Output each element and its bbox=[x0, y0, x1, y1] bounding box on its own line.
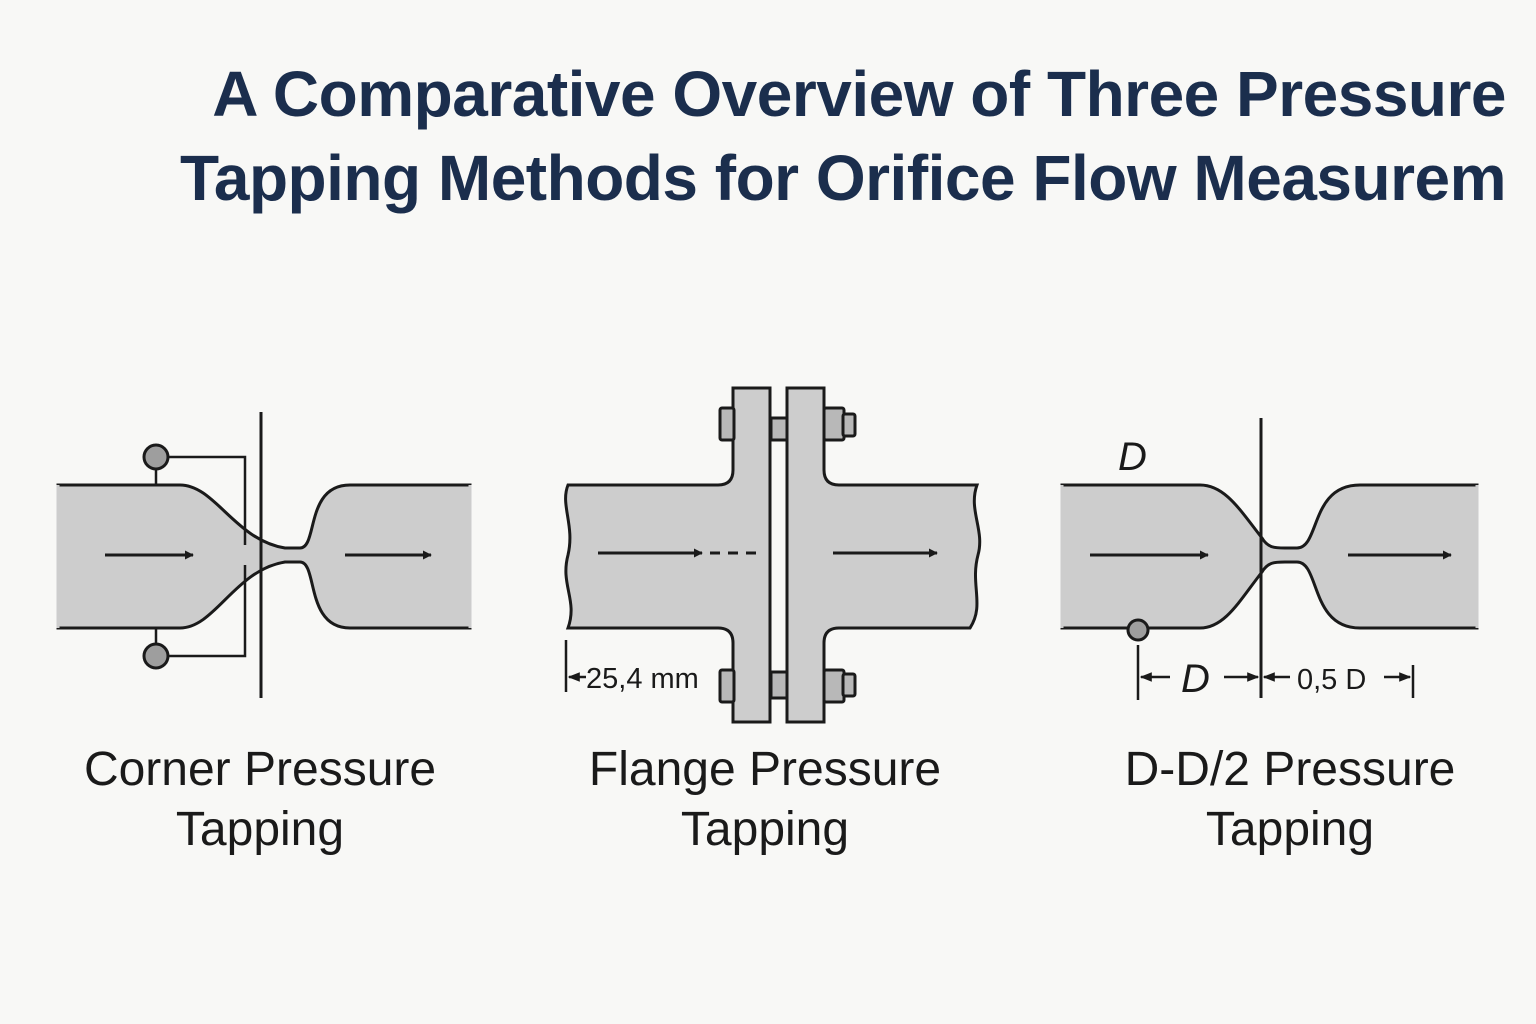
upper-tap-icon bbox=[142, 443, 170, 471]
corner-caption-line-2: Tapping bbox=[175, 803, 345, 856]
flange-pipe-right bbox=[785, 386, 982, 724]
downstream-distance-label: 0,5 D bbox=[1297, 664, 1366, 696]
dd2-tapping-diagram: D D 0,5 D bbox=[1060, 418, 1479, 701]
bolt-nut-icon bbox=[769, 416, 789, 442]
flange-pipe bbox=[564, 386, 772, 724]
upstream-distance-label: D bbox=[1181, 657, 1210, 701]
upper-impulse-line bbox=[156, 455, 247, 545]
dd2-caption: D-D/2 Pressure Tapping bbox=[1030, 740, 1536, 860]
title-line-2: Tapping Methods for Orifice Flow Measure… bbox=[180, 142, 1507, 214]
bolt-head-icon bbox=[718, 406, 736, 442]
flange-caption: Flange Pressure Tapping bbox=[505, 740, 1025, 860]
flange-tapping-diagram: 25,4 mm bbox=[564, 386, 982, 724]
bolt-nut-icon bbox=[769, 670, 789, 700]
upstream-tap-icon bbox=[1126, 618, 1150, 642]
bolt-head-icon bbox=[822, 668, 846, 704]
flange-caption-line-2: Tapping bbox=[680, 803, 850, 856]
dd2-caption-line-1: D-D/2 Pressure bbox=[1124, 743, 1456, 796]
flange-dimension-label: 25,4 mm bbox=[586, 663, 699, 695]
lower-tap-icon bbox=[142, 642, 170, 670]
corner-caption-line-1: Corner Pressure bbox=[83, 743, 437, 796]
page-title: A Comparative Overview of Three Pressure… bbox=[0, 52, 1536, 220]
bolt-head-icon bbox=[822, 406, 846, 442]
corner-caption: Corner Pressure Tapping bbox=[0, 740, 520, 860]
pipe-diameter-label: D bbox=[1118, 435, 1147, 479]
flange-caption-line-1: Flange Pressure bbox=[588, 743, 942, 796]
title-line-1: A Comparative Overview of Three Pressure bbox=[212, 58, 1506, 130]
corner-tapping-diagram bbox=[56, 412, 472, 698]
bolt-head-icon bbox=[718, 668, 736, 704]
dd2-caption-line-2: Tapping bbox=[1205, 803, 1375, 856]
lower-impulse-line bbox=[156, 565, 247, 658]
